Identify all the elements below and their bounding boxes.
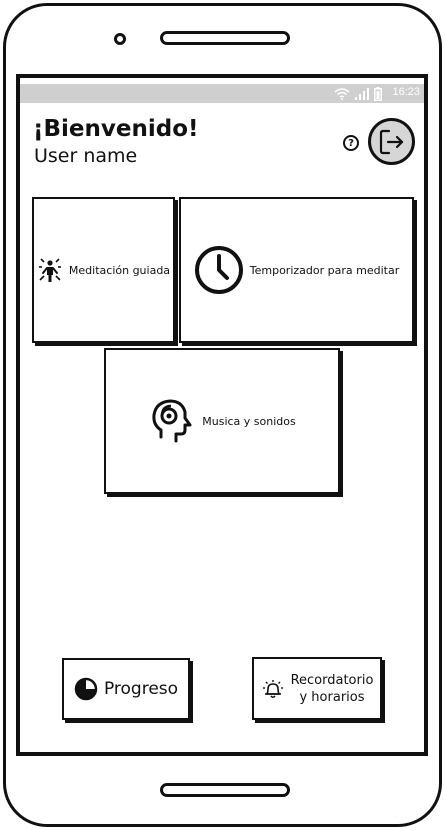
reminders-label-line1: Recordatorio	[290, 672, 374, 688]
reminders-button[interactable]: Recordatorio y horarios	[252, 657, 382, 720]
music-sounds-card[interactable]: Musica y sonidos	[104, 348, 340, 494]
music-sounds-label: Musica y sonidos	[202, 414, 296, 428]
user-name: User name	[34, 145, 138, 167]
guided-meditation-label: Meditación guiada	[68, 263, 171, 277]
clock-icon	[194, 246, 243, 294]
guided-meditation-card[interactable]: Meditación guiada	[32, 197, 175, 343]
help-icon[interactable]: ?	[343, 135, 359, 151]
status-bar: 16:23	[20, 84, 424, 103]
greeting-title: ¡Bienvenido!	[33, 116, 199, 142]
wifi-icon	[334, 87, 350, 100]
logout-button[interactable]	[368, 118, 415, 165]
battery-icon	[374, 86, 382, 101]
reminders-label-line2: y horarios	[299, 689, 365, 705]
camera	[114, 33, 126, 45]
bell-icon	[262, 679, 283, 698]
status-icons	[334, 85, 382, 102]
meditation-timer-card[interactable]: Temporizador para meditar	[179, 197, 414, 343]
meditation-icon	[38, 258, 61, 282]
help-symbol: ?	[348, 137, 354, 149]
progress-label: Progreso	[103, 679, 179, 699]
signal-icon	[355, 87, 369, 100]
meditation-timer-label: Temporizador para meditar	[249, 263, 400, 277]
reminders-label: Recordatorio y horarios	[291, 672, 374, 706]
logout-icon	[379, 129, 403, 154]
pie-progress-icon	[74, 677, 98, 701]
status-time: 16:23	[392, 86, 420, 98]
speaker	[160, 31, 290, 45]
home-button[interactable]	[160, 783, 290, 797]
progress-button[interactable]: Progreso	[62, 658, 190, 720]
head-headphones-icon	[152, 399, 192, 443]
